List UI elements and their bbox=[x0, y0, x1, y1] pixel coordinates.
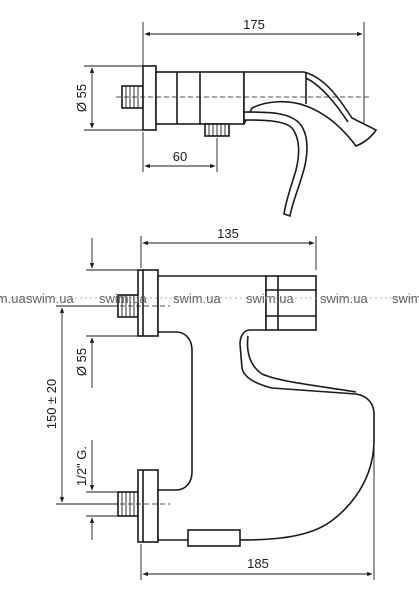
watermark-text: swim.ua bbox=[392, 291, 419, 306]
top-view: 175 Ø 55 bbox=[74, 17, 378, 218]
watermark-text: swim.ua bbox=[320, 291, 368, 306]
watermark-text: swim.ua bbox=[0, 291, 26, 306]
dim-diameter-label: Ø 55 bbox=[74, 84, 89, 112]
dim-diameter-side-label: Ø 55 bbox=[74, 348, 89, 376]
dim-150-label: 150 ± 20 bbox=[44, 379, 59, 430]
dim-185-label: 185 bbox=[247, 556, 269, 571]
watermark-text: swim.ua bbox=[99, 291, 147, 306]
side-view: 135 150 ± 20 bbox=[44, 226, 375, 580]
dim-135-label: 135 bbox=[217, 226, 239, 241]
watermark-strip: swim.ua swim.ua swim.ua swim.ua swim.ua … bbox=[0, 291, 419, 306]
spout bbox=[243, 71, 378, 147]
mixer-side-body bbox=[157, 275, 375, 541]
cartridge-housing bbox=[265, 275, 317, 331]
lower-flange bbox=[137, 469, 159, 543]
dim-175-label: 175 bbox=[243, 17, 265, 32]
wall-flange bbox=[142, 65, 157, 131]
watermark-text: swim.ua bbox=[246, 291, 294, 306]
lever-handle bbox=[243, 111, 308, 218]
base-outlet bbox=[187, 529, 241, 547]
watermark-text: swim.ua bbox=[173, 291, 221, 306]
dim-thread-label: 1/2" G. bbox=[74, 446, 89, 486]
watermark-text: swim.ua bbox=[26, 291, 74, 306]
dim-60-label: 60 bbox=[173, 149, 187, 164]
